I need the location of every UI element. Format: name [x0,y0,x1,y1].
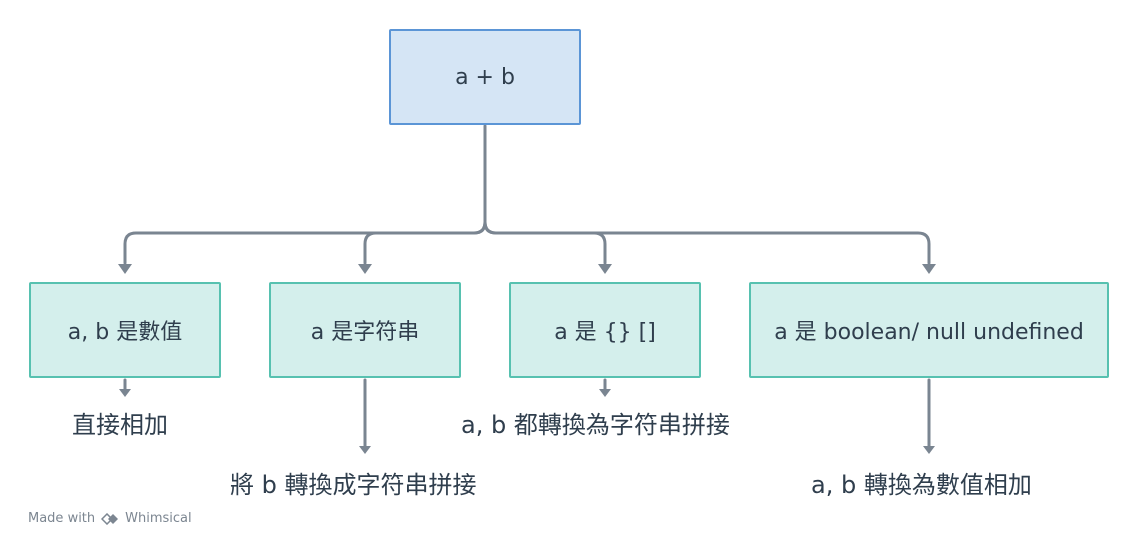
connector-to-child-4 [483,220,931,265]
child-node-numbers[interactable]: a, b 是數值 [29,282,221,378]
arrowhead [922,264,936,274]
arrowhead [598,264,612,274]
child-node-label: a 是字符串 [310,320,420,345]
child-node-boolean-null[interactable]: a 是 boolean/ null undefined [749,282,1109,378]
arrowhead [118,264,132,274]
connector-to-child-2 [363,220,487,265]
result-label: 將 b 轉換成字符串拼接 [230,471,477,499]
arrowhead [359,446,371,454]
result-label: a, b 轉換為數值相加 [811,471,1032,499]
arrowhead [599,389,611,397]
root-node-label: a + b [455,64,515,90]
whimsical-brand-text: Whimsical [125,511,192,526]
child-node-label: a 是 {} [] [554,320,656,345]
arrowhead [119,389,131,397]
root-node[interactable]: a + b [389,29,581,125]
arrowhead [358,264,372,274]
connector-to-child-3 [483,220,607,265]
result-label: a, b 都轉換為字符串拼接 [461,411,730,439]
made-with-text: Made with [28,511,96,526]
made-with-footer[interactable]: Made with Whimsical [28,511,192,526]
trunk-connector [123,124,487,265]
child-node-object-array[interactable]: a 是 {} [] [509,282,701,378]
child-node-string[interactable]: a 是字符串 [269,282,461,378]
child-node-label: a 是 boolean/ null undefined [774,320,1084,345]
result-label: 直接相加 [72,411,168,439]
arrowhead [923,446,935,454]
child-node-label: a, b 是數值 [67,320,183,345]
whimsical-logo-icon [101,512,119,525]
